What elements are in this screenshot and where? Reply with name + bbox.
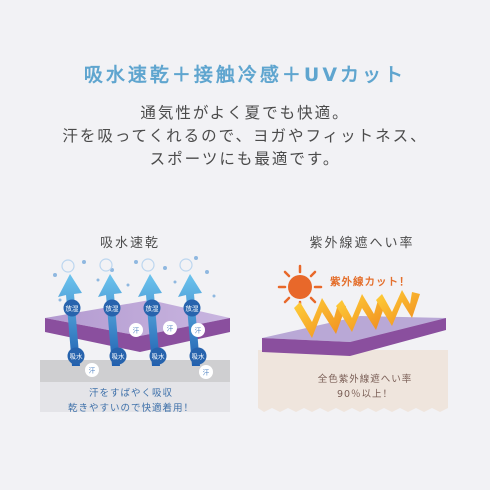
release-badge-text: 放湿 [186, 304, 200, 313]
description-line: 汗を吸ってくれるので、ヨガやフィットネス、 [62, 127, 428, 145]
release-badge-text: 放湿 [66, 304, 80, 313]
caption-line: 汗をすばやく吸収 [88, 388, 173, 399]
absorb-badge-text: 吸水 [112, 352, 126, 361]
arrow [138, 274, 162, 366]
uv-caption: 全色紫外線遮へい率 90％以上！ [270, 372, 460, 402]
caption-line: 90％以上！ [336, 389, 394, 400]
sweat-mark-text: 汗 [167, 325, 174, 333]
arrow [58, 274, 82, 366]
caption-line: 乾きやすいので快適着用！ [67, 403, 194, 414]
sweat-mark-text: 汗 [203, 369, 210, 377]
moisture-dots [53, 256, 216, 302]
sweat-mark-text: 汗 [195, 327, 202, 335]
description-line: 通気性がよく夏でも快適。 [140, 104, 350, 122]
sweat-mark-text: 汗 [89, 367, 96, 375]
caption-line: 全色紫外線遮へい率 [317, 374, 413, 385]
arrow [98, 274, 122, 366]
release-badge-text: 放湿 [146, 304, 160, 313]
vapor-circles [61, 258, 193, 273]
uv-cut-label: 紫外線カット！ [330, 276, 411, 288]
absorb-badges: 吸水 吸水 吸水 吸水 [67, 347, 207, 365]
sun-icon [277, 264, 323, 310]
quick-dry-caption: 汗をすばやく吸収 乾きやすいので快適着用！ [46, 386, 216, 416]
moisture-arrows [58, 274, 202, 366]
uv-rays [294, 290, 420, 338]
absorb-badge-text: 吸水 [152, 352, 166, 361]
caption-band [40, 382, 230, 412]
release-badge-text: 放湿 [106, 304, 120, 313]
sweat-marks: 汗 汗 汗 汗 汗 [85, 321, 213, 379]
fabric-layer [262, 318, 446, 356]
fabric-top [262, 316, 446, 342]
skin-block [258, 350, 448, 412]
release-badges: 放湿 放湿 放湿 放湿 [63, 299, 201, 317]
arrow [178, 274, 202, 366]
uv-diagram [258, 264, 448, 412]
quick-dry-diagram: 放湿 放湿 放湿 放湿 吸水 吸水 吸水 吸水 汗 汗 汗 [40, 256, 230, 412]
description-line: スポーツにも最適です。 [149, 150, 341, 168]
quick-dry-label: 吸水速乾 [99, 236, 160, 251]
absorb-badge-text: 吸水 [192, 352, 206, 361]
description: 通気性がよく夏でも快適。 汗を吸ってくれるので、ヨガやフィットネス、 スポーツに… [0, 102, 490, 171]
absorb-badge-text: 吸水 [70, 352, 84, 361]
sweat-mark-text: 汗 [133, 327, 140, 335]
page-title: 吸水速乾＋接触冷感＋UVカット [83, 64, 407, 86]
uv-shielding-label: 紫外線遮へい率 [309, 236, 415, 251]
